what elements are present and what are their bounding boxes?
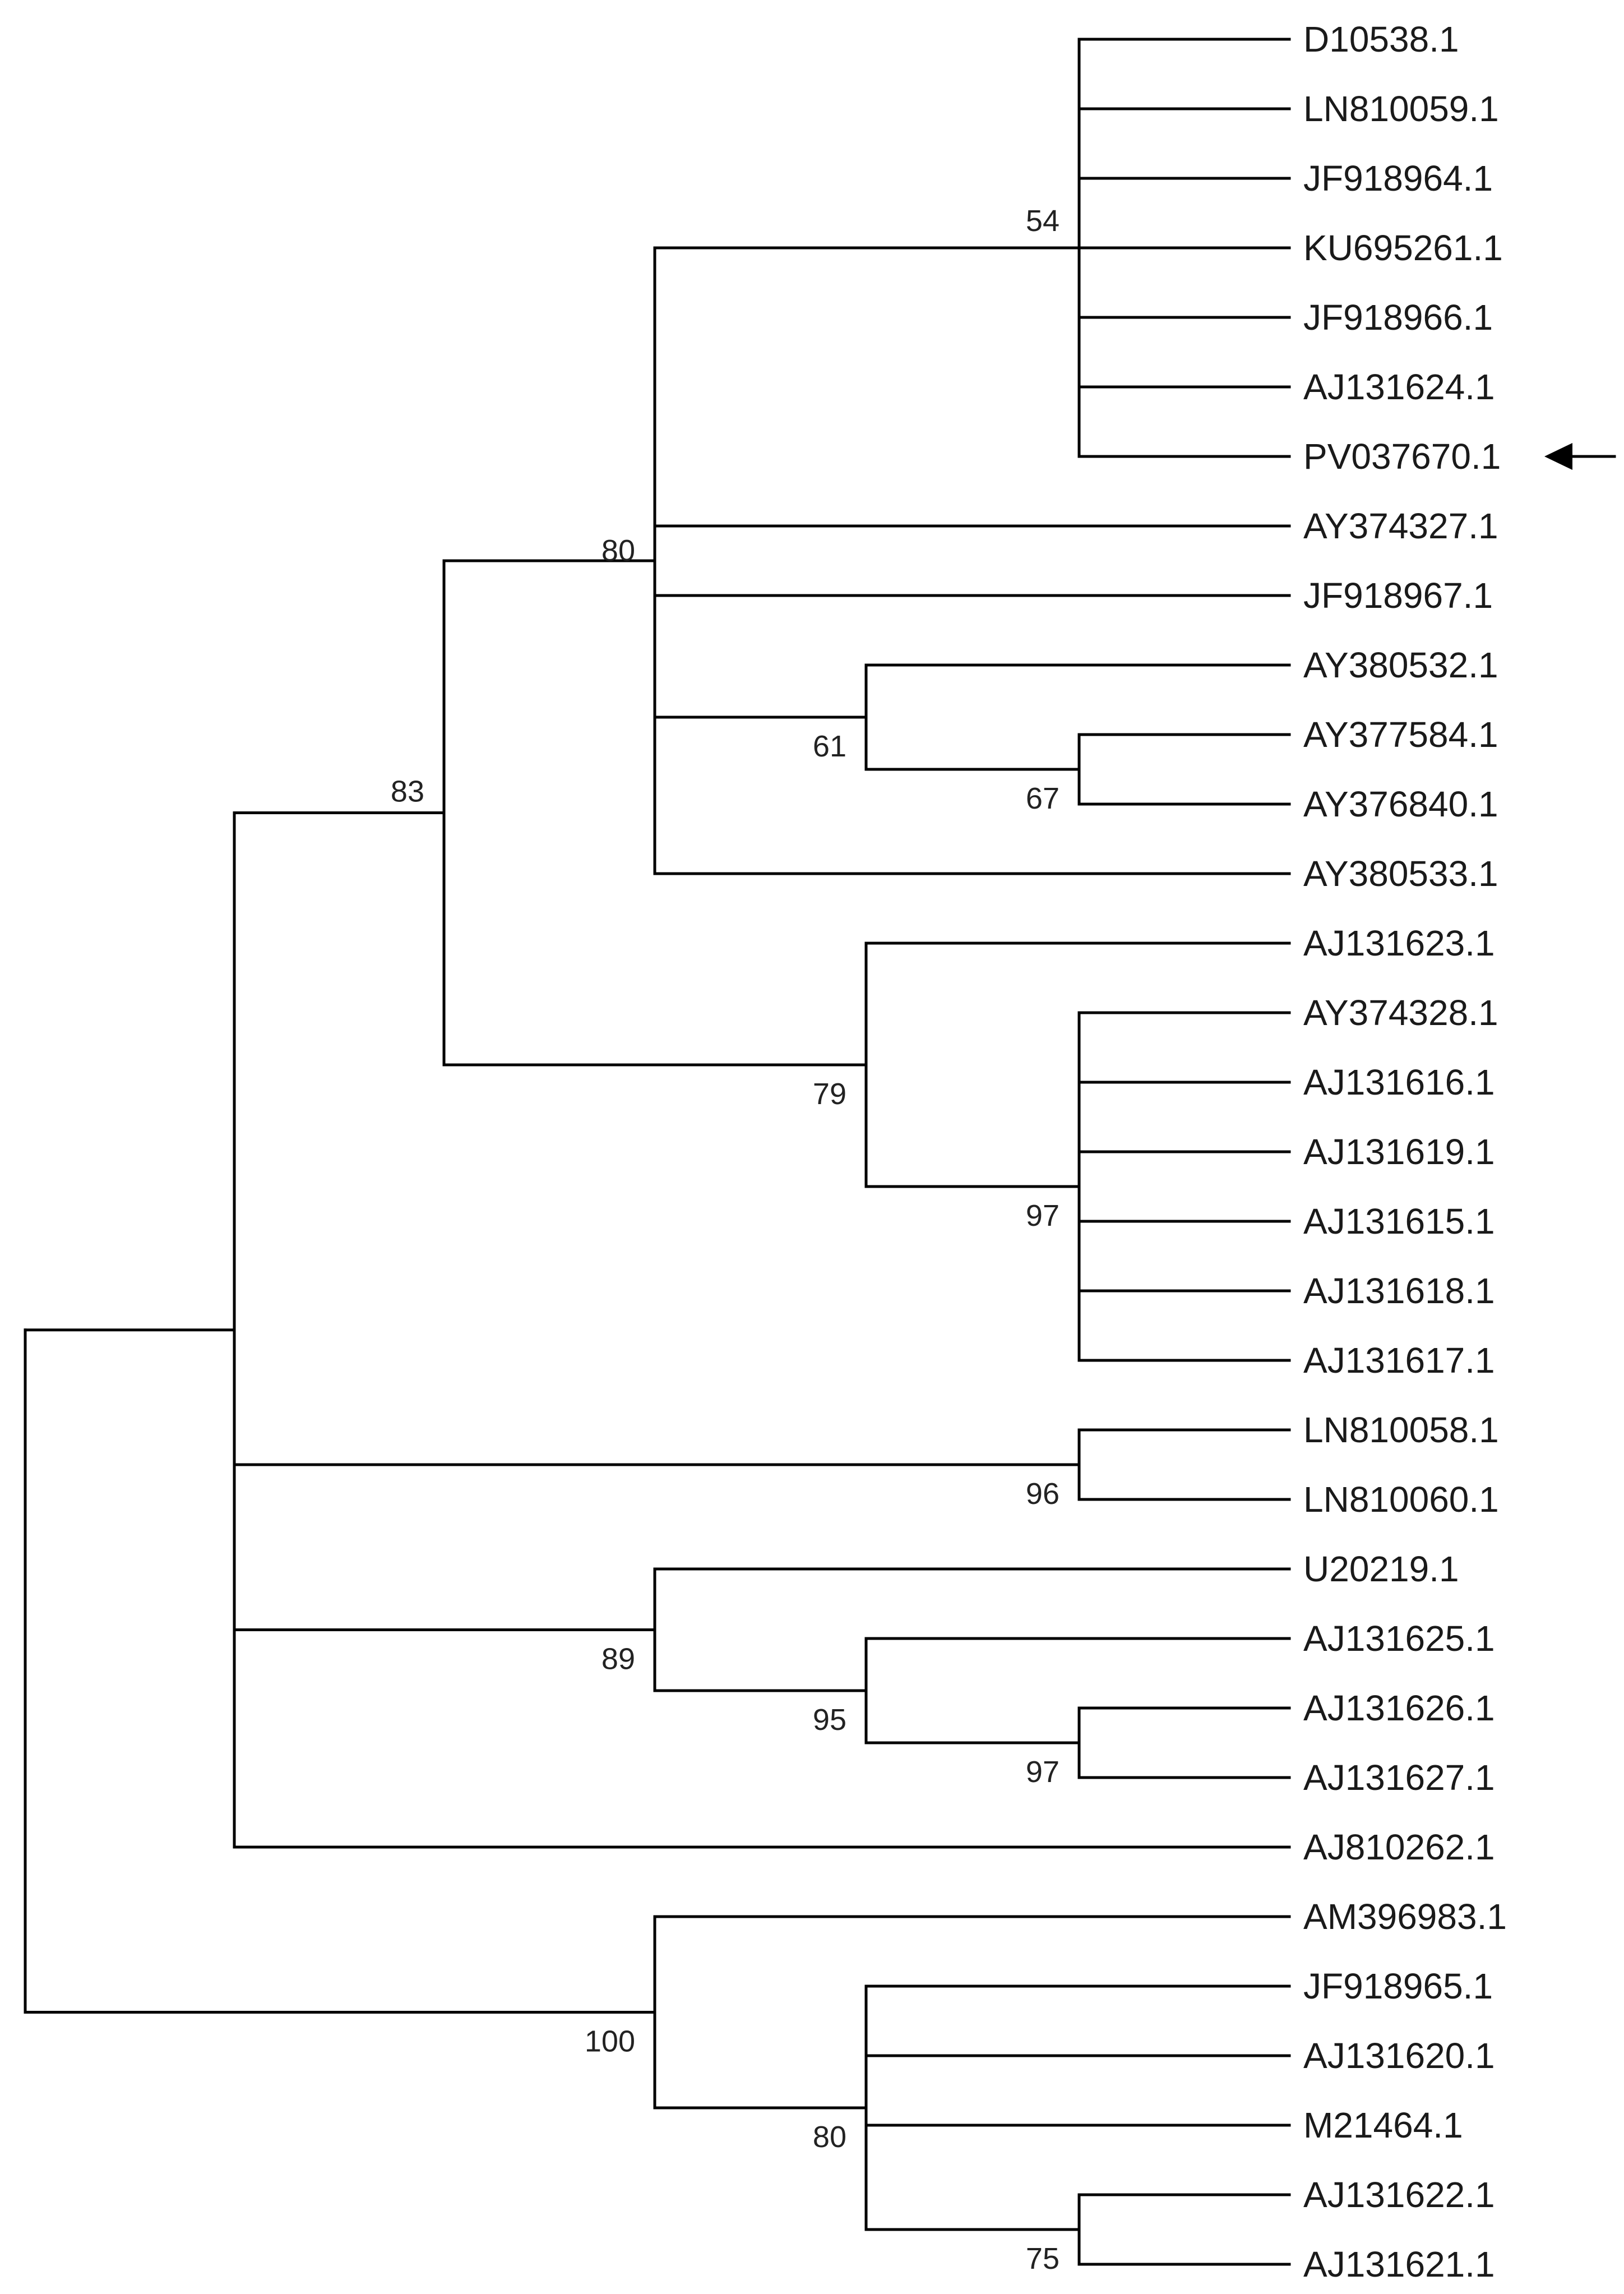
- leaf-label: AJ131619.1: [1303, 1132, 1495, 1172]
- leaf-label: D10538.1: [1303, 19, 1459, 59]
- support-label-nL: 75: [1026, 2242, 1059, 2275]
- support-label-nK: 89: [602, 1642, 635, 1676]
- leaf-label: AJ131624.1: [1303, 367, 1495, 407]
- leaf-label: AY377584.1: [1303, 714, 1498, 755]
- support-label-nF: 79: [813, 1077, 846, 1111]
- support-label-nE: 97: [1026, 1199, 1059, 1233]
- leaf-label: LN810059.1: [1303, 89, 1499, 129]
- leaf-label: AJ131623.1: [1303, 923, 1495, 963]
- leaf-label: AJ131616.1: [1303, 1062, 1495, 1102]
- leaf-label: JF918966.1: [1303, 297, 1493, 338]
- tree-branches: [24, 38, 1291, 2266]
- support-label-nI: 97: [1026, 1755, 1059, 1789]
- leaf-label: AY376840.1: [1303, 784, 1498, 824]
- leaf-label: AY380532.1: [1303, 645, 1498, 685]
- leaf-label: AY374327.1: [1303, 506, 1498, 546]
- support-label-nB: 67: [1026, 782, 1059, 815]
- highlight-arrow-icon: [1544, 443, 1616, 470]
- leaf-label: AJ131626.1: [1303, 1688, 1495, 1728]
- leaf-label: AY374328.1: [1303, 993, 1498, 1033]
- leaf-label: KU695261.1: [1303, 228, 1503, 268]
- leaf-label: LN810058.1: [1303, 1410, 1499, 1450]
- leaf-label: AJ131621.1: [1303, 2244, 1495, 2284]
- support-label-nG: 83: [391, 775, 424, 809]
- leaf-label: AJ131617.1: [1303, 1340, 1495, 1381]
- leaf-label: AJ810262.1: [1303, 1827, 1495, 1867]
- leaf-label: AJ131627.1: [1303, 1757, 1495, 1798]
- leaf-label: M21464.1: [1303, 2105, 1463, 2145]
- support-label-nM: 80: [813, 2120, 846, 2154]
- leaf-label: AJ131625.1: [1303, 1618, 1495, 1659]
- leaf-label: JF918964.1: [1303, 158, 1493, 199]
- support-label-nH: 96: [1026, 1477, 1059, 1511]
- leaf-label: AM396983.1: [1303, 1896, 1507, 1937]
- support-label-nA: 54: [1026, 204, 1059, 238]
- leaf-label: AJ131620.1: [1303, 2035, 1495, 2076]
- leaf-label: LN810060.1: [1303, 1479, 1499, 1520]
- leaf-label: AJ131622.1: [1303, 2175, 1495, 2215]
- leaf-label: AJ131618.1: [1303, 1271, 1495, 1311]
- support-label-nD: 80: [602, 534, 635, 567]
- bootstrap-support-labels: 54 67 61 80 97 79 83 96 97 95 89 75 80 100: [391, 204, 1059, 2275]
- leaf-label: AJ131615.1: [1303, 1201, 1495, 1241]
- support-label-nC: 61: [813, 730, 846, 763]
- arrow-head: [1544, 443, 1572, 470]
- support-label-nJ: 95: [813, 1703, 846, 1737]
- leaf-label: AY380533.1: [1303, 853, 1498, 894]
- leaf-label: U20219.1: [1303, 1549, 1459, 1589]
- leaf-labels: D10538.1LN810059.1JF918964.1KU695261.1JF…: [1303, 19, 1507, 2284]
- leaf-label: JF918965.1: [1303, 1966, 1493, 2006]
- support-label-nN: 100: [585, 2025, 635, 2058]
- leaf-label: JF918967.1: [1303, 575, 1493, 616]
- leaf-label: PV037670.1: [1303, 436, 1501, 477]
